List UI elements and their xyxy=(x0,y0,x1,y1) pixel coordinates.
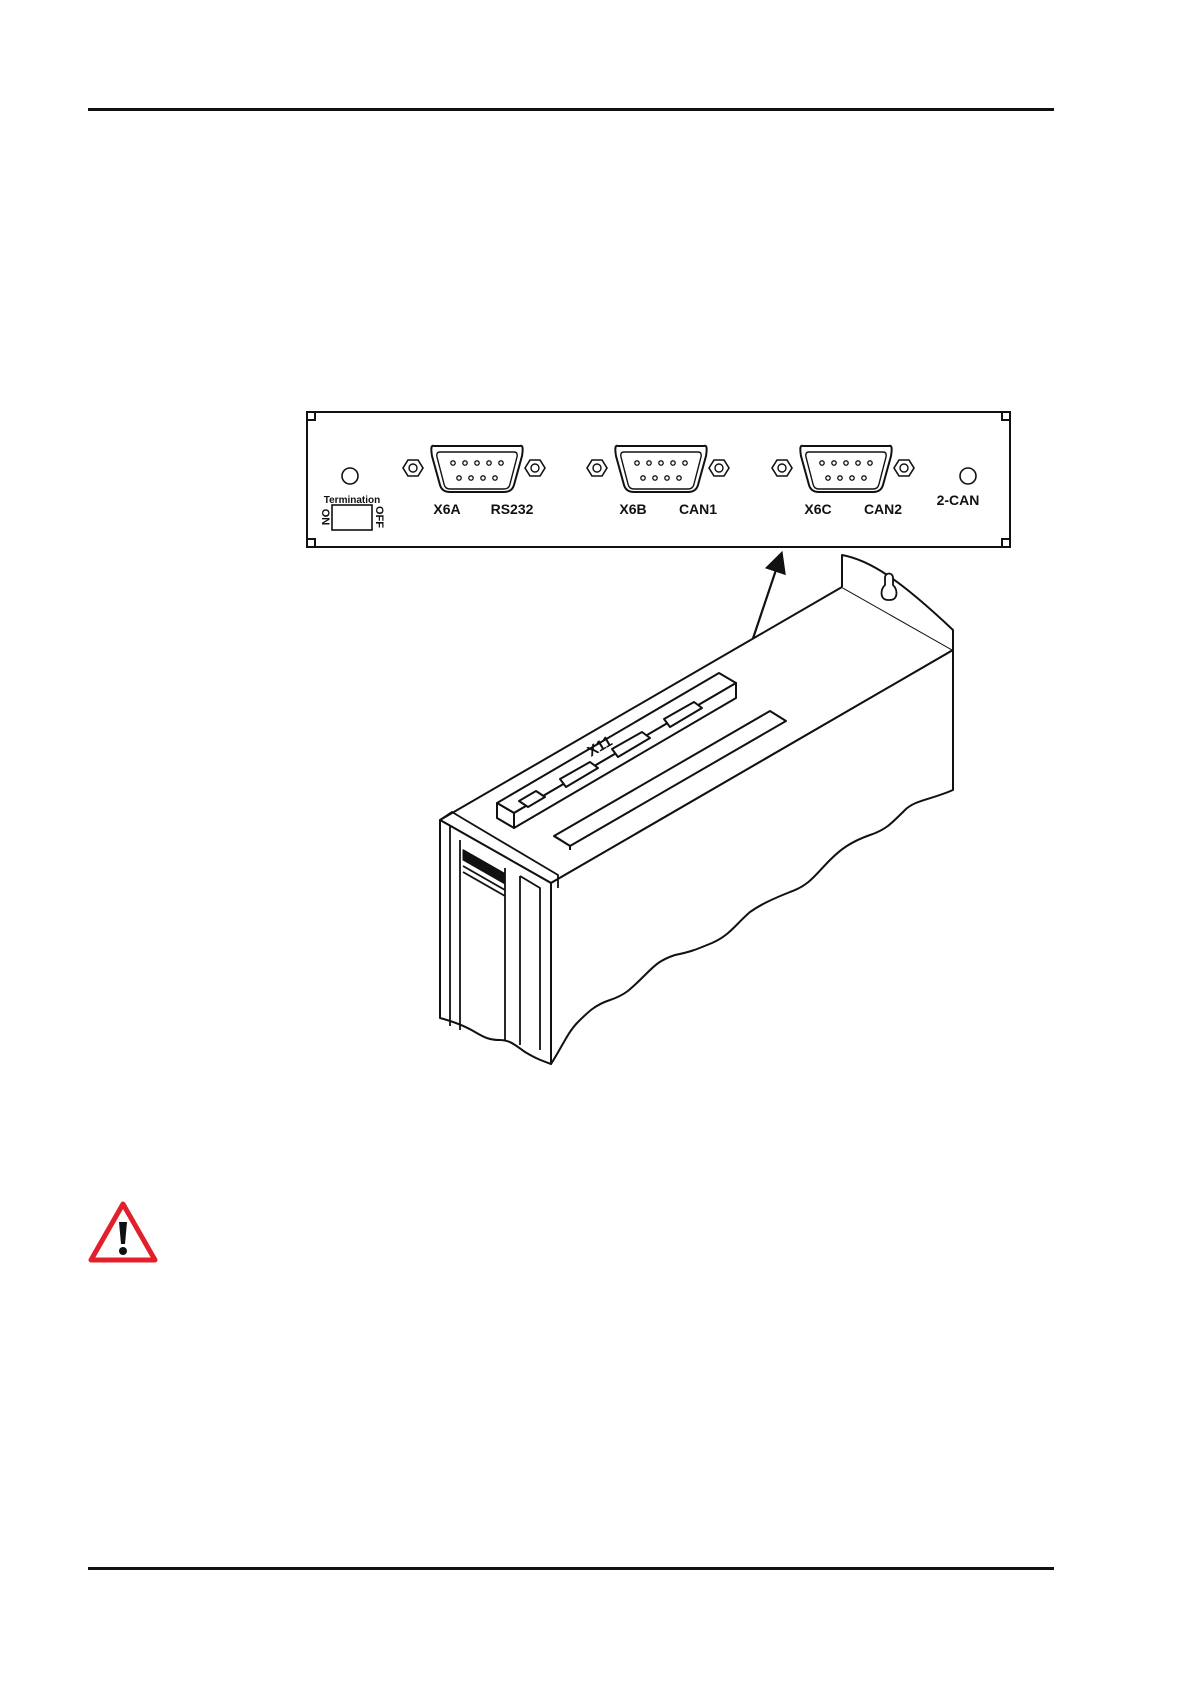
switch-on-label: ON xyxy=(319,509,331,526)
termination-label: Termination xyxy=(324,495,380,506)
connector-can2-label: CAN2 xyxy=(864,501,902,517)
connector-x6a-label: X6A xyxy=(433,501,460,517)
connector-can1-label: CAN1 xyxy=(679,501,717,517)
connector-x6b-label: X6B xyxy=(619,501,646,517)
warning-triangle-icon xyxy=(88,1200,158,1264)
connector-x6c-label: X6C xyxy=(804,501,831,517)
switch-off-label: OFF xyxy=(373,506,385,528)
2-can-label: 2-CAN xyxy=(937,492,980,508)
front-panel xyxy=(307,412,1010,547)
footer-rule xyxy=(88,1567,1054,1570)
connector-rs232-label: RS232 xyxy=(491,501,534,517)
